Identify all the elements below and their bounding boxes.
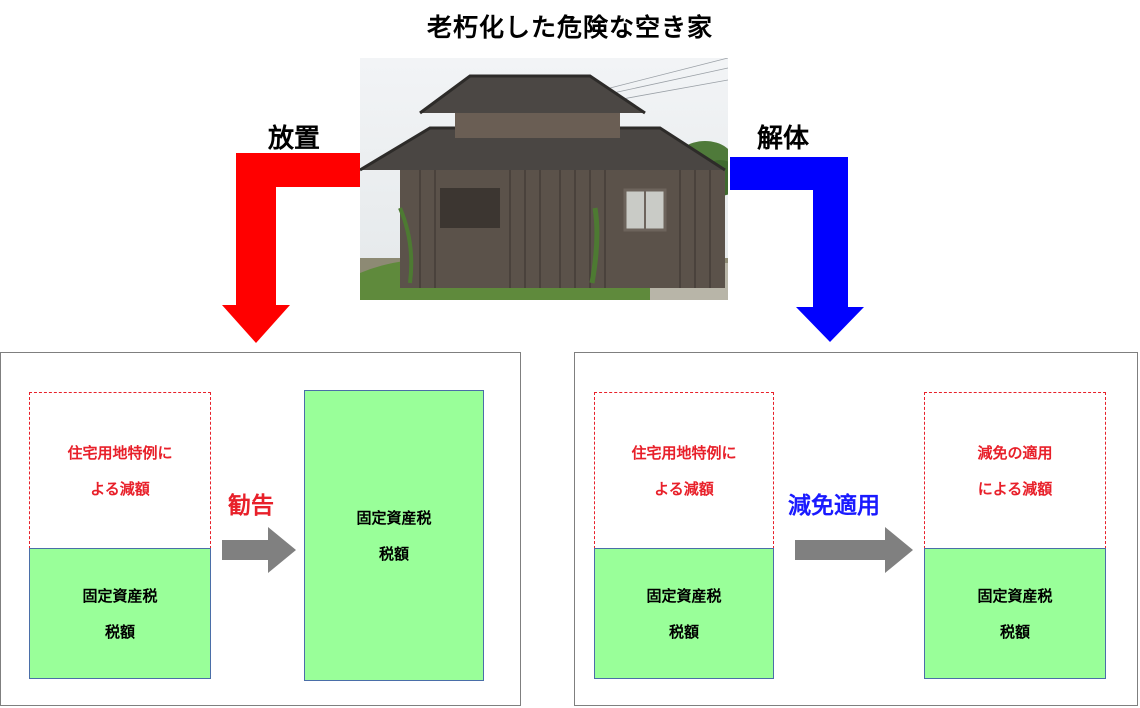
gray-arrow-icon xyxy=(795,527,913,573)
demolition-arrow-icon xyxy=(730,157,864,342)
demolition-label: 解体 xyxy=(757,124,810,154)
housing-land-reduction-box: 住宅用地特例に よる減額 xyxy=(594,392,774,549)
property-tax-box: 固定資産税 税額 xyxy=(594,548,774,679)
neglect-label: 放置 xyxy=(268,124,321,154)
property-tax-full-box: 固定資産税 税額 xyxy=(304,390,484,681)
recommendation-label: 勧告 xyxy=(228,493,274,519)
gray-arrow-icon xyxy=(222,527,296,573)
page-title: 老朽化した危険な空き家 xyxy=(426,13,713,42)
old-house-photo xyxy=(360,58,728,300)
exemption-reduction-box: 減免の適用 による減額 xyxy=(924,392,1106,549)
exemption-applied-label: 減免適用 xyxy=(788,493,880,519)
property-tax-box: 固定資産税 税額 xyxy=(29,548,211,679)
property-tax-box: 固定資産税 税額 xyxy=(924,548,1106,679)
neglect-arrow-icon xyxy=(222,153,360,343)
housing-land-reduction-box: 住宅用地特例に よる減額 xyxy=(29,392,211,549)
